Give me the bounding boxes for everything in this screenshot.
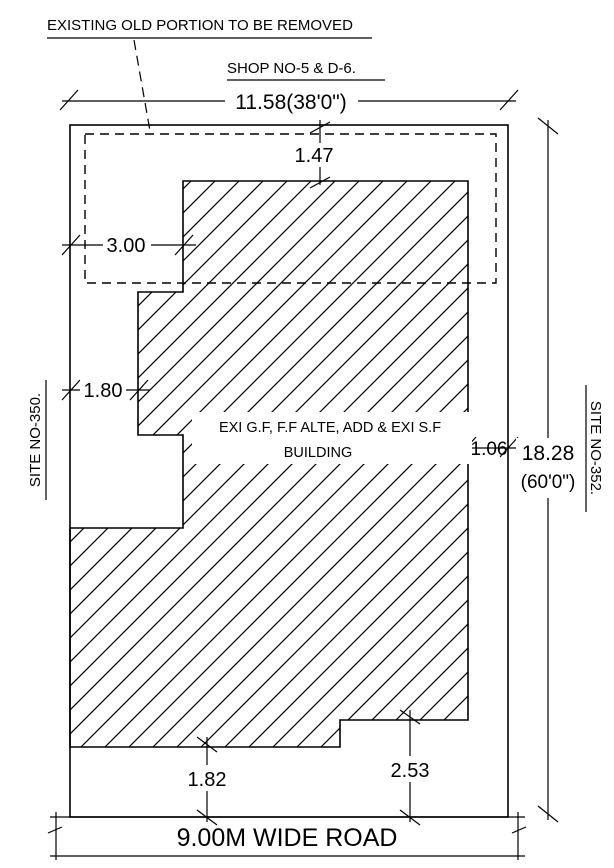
left-setback-middle-tick-1 — [61, 379, 81, 401]
right-setback-dimension: 1.06 — [471, 439, 508, 460]
note-leader — [133, 39, 151, 132]
right-setback-tick-2 — [499, 436, 519, 458]
building-label-bg — [192, 412, 472, 464]
existing-portion-dashed — [84, 133, 497, 284]
left-setback-upper-label-bg — [103, 233, 151, 257]
front-right-dimension: 2.53 — [391, 760, 430, 782]
depth-dim-tick-bottom — [537, 805, 559, 823]
top-setback-label-bg — [292, 143, 338, 167]
hatch-line — [70, 181, 133, 747]
road-break-right — [511, 826, 527, 834]
road-break-left — [47, 826, 63, 834]
building-label-line-2: BUILDING — [284, 445, 353, 461]
top-dim-tick-left — [59, 89, 79, 111]
top-setback-tick-1 — [309, 121, 331, 134]
road-label: 9.00M WIDE ROAD — [177, 824, 398, 852]
existing-removed-note: EXISTING OLD PORTION TO BE REMOVED — [47, 17, 353, 34]
site-boundary — [69, 124, 509, 818]
left-setback-upper-tick-2 — [174, 234, 194, 256]
top-width-dimension: 11.58(38'0") — [235, 91, 346, 114]
depth-dimension-m: 18.28 — [522, 442, 575, 465]
site-right-label: SITE NO-352. — [587, 401, 604, 495]
depth-dimension-ft: (60'0") — [521, 472, 576, 493]
top-setback-tick-2 — [309, 176, 331, 189]
hatch-line — [70, 181, 157, 747]
depth-dim-tick-top — [537, 117, 559, 135]
site-left-label: SITE NO-350. — [27, 393, 44, 487]
front-right-label-bg — [386, 756, 434, 782]
building-label-line-1: EXI G.F, F.F ALTE, ADD & EXI S.F — [219, 420, 441, 436]
depth-label-bg — [516, 438, 582, 498]
left-setback-upper-dimension: 3.00 — [107, 235, 146, 257]
top-dim-tick-right — [499, 89, 519, 111]
left-setback-upper-tick-1 — [61, 234, 81, 256]
hatch-line — [70, 181, 109, 747]
left-setback-middle-label-bg — [80, 378, 126, 402]
top-setback-dimension: 1.47 — [295, 145, 334, 167]
front-left-label-bg — [184, 765, 232, 791]
left-setback-middle-tick-2 — [129, 379, 149, 401]
front-left-dimension: 1.82 — [188, 769, 227, 791]
left-setback-middle-dimension: 1.80 — [84, 380, 123, 402]
front-left-tick-1 — [196, 736, 218, 753]
front-right-tick-1 — [399, 709, 421, 725]
shop-label: SHOP NO-5 & D-6. — [227, 60, 356, 77]
